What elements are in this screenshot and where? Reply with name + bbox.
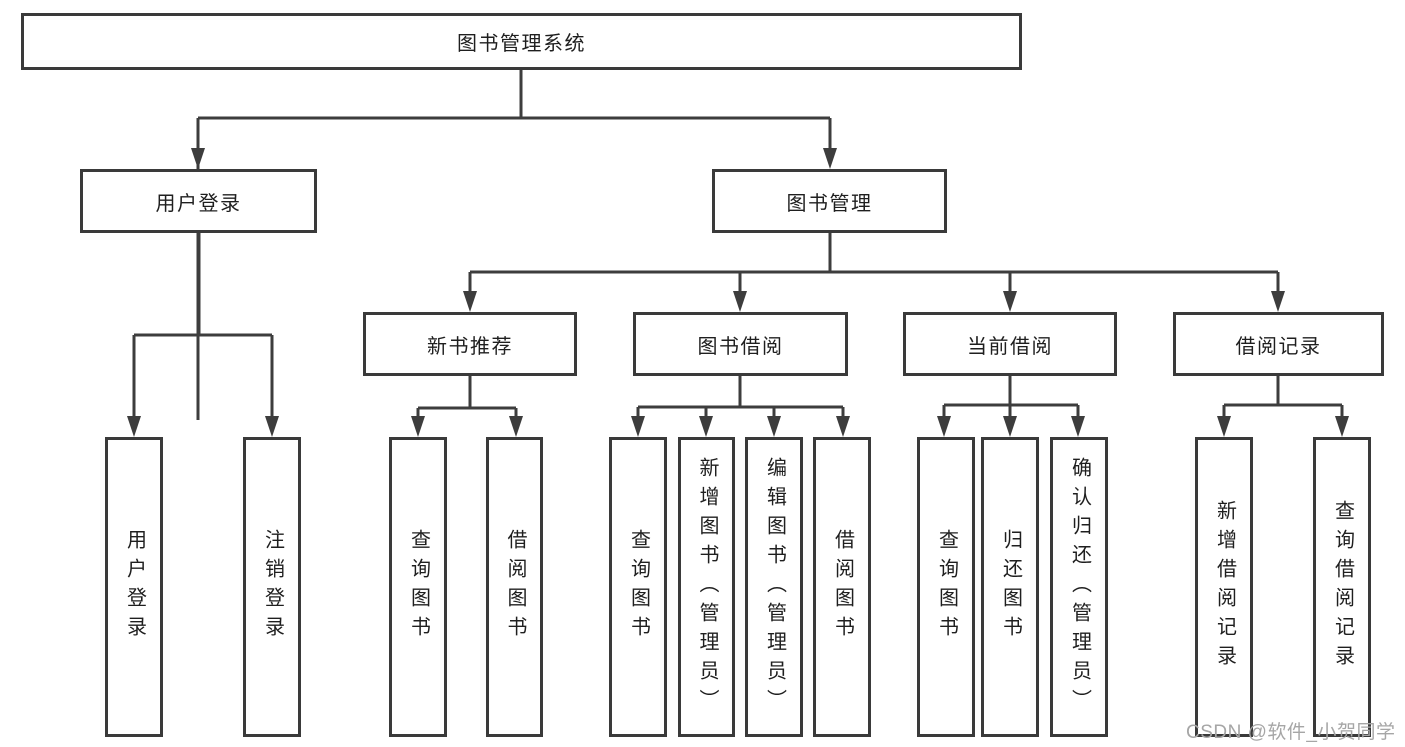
leaf-add-book-admin-label: 新增图书（管理员） [696,456,718,718]
leaf-logout: 注销登录 [243,437,301,737]
leaf-user-login-label: 用户登录 [123,529,146,645]
leaf-return-book-label: 归还图书 [999,529,1022,645]
leaf-confirm-return-admin-label: 确认归还（管理员） [1068,456,1091,718]
leaf-borrow-query-book: 查询图书 [609,437,667,737]
leaf-borrow-query-book-label: 查询图书 [627,529,650,645]
leaf-recommend-query-book-label: 查询图书 [407,529,430,645]
leaf-user-login: 用户登录 [105,437,163,737]
node-book-borrow-label: 图书借阅 [697,335,784,358]
leaf-borrow-book: 借阅图书 [813,437,871,737]
leaf-add-borrow-record: 新增借阅记录 [1195,437,1253,737]
leaf-add-borrow-record-label: 新增借阅记录 [1213,500,1236,674]
leaf-recommend-borrow-book: 借阅图书 [486,437,543,737]
leaf-edit-book-admin-label: 编辑图书（管理员） [763,456,786,718]
node-book-management-label: 图书管理 [786,192,873,215]
leaf-query-borrow-record-label: 查询借阅记录 [1331,500,1354,674]
node-book-management: 图书管理 [712,169,947,233]
csdn-watermark: CSDN @软件_小贺同学 [1186,722,1396,743]
connector-borrow-records-to-leaves [1217,376,1349,437]
leaf-logout-label: 注销登录 [261,529,284,645]
leaf-query-borrow-record: 查询借阅记录 [1313,437,1371,737]
connector-book-borrow-to-leaves [631,376,850,437]
connector-new-book-recommend-to-leaves [411,376,523,437]
node-book-borrow: 图书借阅 [633,312,848,376]
node-current-borrow: 当前借阅 [903,312,1117,376]
connector-current-borrow-to-leaves [937,376,1085,437]
node-user-login: 用户登录 [80,169,317,233]
leaf-add-book-admin: 新增图书（管理员） [678,437,735,737]
node-current-borrow-label: 当前借阅 [967,335,1053,358]
leaf-borrow-book-label: 借阅图书 [831,529,854,645]
leaf-recommend-query-book: 查询图书 [389,437,447,737]
leaf-confirm-return-admin: 确认归还（管理员） [1050,437,1108,737]
leaf-recommend-borrow-book-label: 借阅图书 [504,529,526,645]
connector-user-login-to-leaves [127,233,279,437]
connector-book-management-to-level3 [463,233,1285,312]
leaf-current-query-book-label: 查询图书 [935,529,958,645]
node-new-book-recommend-label: 新书推荐 [427,335,513,358]
node-borrow-records: 借阅记录 [1173,312,1384,376]
leaf-current-query-book: 查询图书 [917,437,975,737]
node-new-book-recommend: 新书推荐 [363,312,577,376]
node-root-system: 图书管理系统 [21,13,1022,70]
node-user-login-label: 用户登录 [155,192,242,215]
node-root-system-label: 图书管理系统 [457,33,586,55]
leaf-return-book: 归还图书 [981,437,1039,737]
node-borrow-records-label: 借阅记录 [1235,335,1322,358]
leaf-edit-book-admin: 编辑图书（管理员） [745,437,803,737]
